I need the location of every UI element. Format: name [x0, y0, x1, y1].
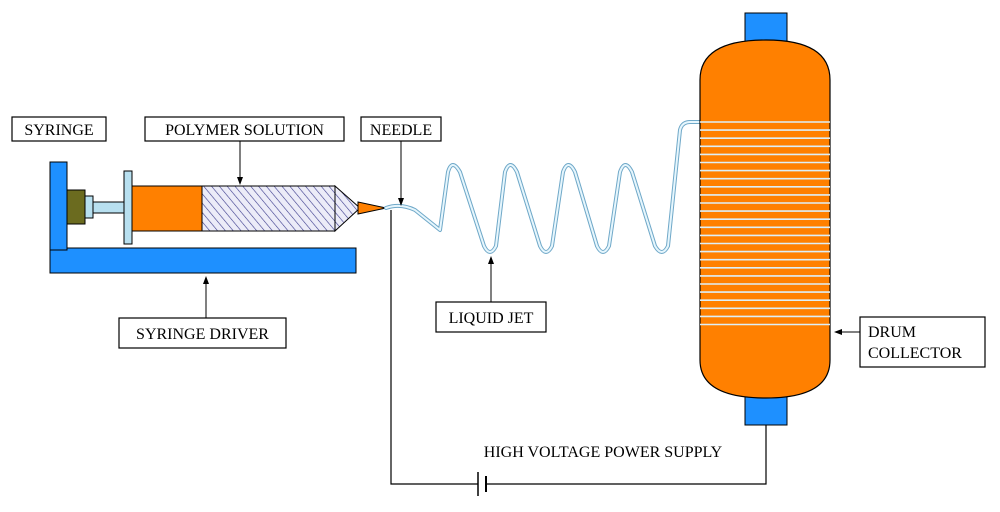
svg-text:LIQUID JET: LIQUID JET: [449, 310, 534, 327]
driver-base: [49, 247, 357, 274]
drum-top-cap: [744, 12, 788, 44]
label-syringe-driver: SYRINGE DRIVER: [118, 317, 287, 349]
label-needle: NEEDLE: [360, 116, 442, 142]
drum-collector: [699, 12, 831, 426]
label-pointers: [203, 140, 860, 335]
svg-text:SYRINGE DRIVER: SYRINGE DRIVER: [136, 326, 269, 343]
svg-text:NEEDLE: NEEDLE: [370, 122, 432, 139]
svg-text:SYRINGE: SYRINGE: [24, 122, 93, 139]
plunger-rod: [92, 201, 126, 214]
svg-text:DRUM: DRUM: [868, 324, 916, 341]
needle-tip: [357, 201, 387, 215]
circuit-wire-left: [390, 210, 478, 485]
syringe-tip: [334, 184, 361, 233]
driver-upright: [49, 161, 68, 251]
label-power-supply: HIGH VOLTAGE POWER SUPPLY: [484, 444, 723, 461]
syringe-flange: [123, 170, 133, 245]
syringe-driver: [49, 161, 357, 274]
label-liquid-jet: LIQUID JET: [435, 301, 547, 333]
plunger-cap: [84, 195, 94, 219]
power-circuit: [390, 210, 767, 496]
syringe-rubber-plunger: [131, 185, 203, 232]
drum-bottom-cap: [744, 394, 788, 426]
liquid-jet-core: [385, 121, 703, 253]
svg-text:POLYMER SOLUTION: POLYMER SOLUTION: [165, 122, 324, 139]
plunger-pad: [66, 189, 86, 225]
circuit-wire-right: [486, 425, 767, 485]
svg-text:COLLECTOR: COLLECTOR: [868, 345, 962, 362]
drum-fiber-windings: [700, 121, 830, 326]
polymer-solution-fill: [201, 185, 336, 232]
label-drum-collector: DRUM COLLECTOR: [859, 316, 986, 368]
syringe: [66, 170, 387, 245]
label-polymer-solution: POLYMER SOLUTION: [144, 116, 345, 142]
label-syringe: SYRINGE: [11, 116, 107, 142]
